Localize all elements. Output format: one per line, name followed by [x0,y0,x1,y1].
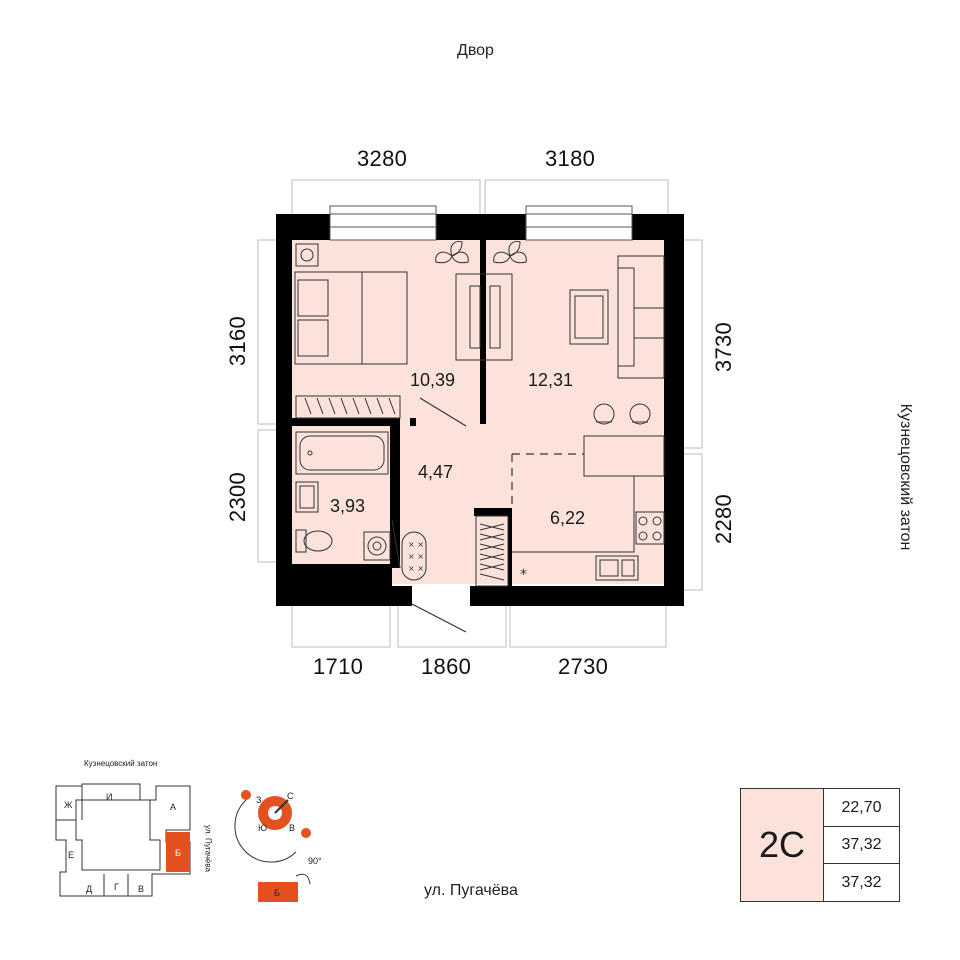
legend-section [258,882,298,902]
bath-door [391,519,401,569]
kitchen-divider [511,453,584,508]
summary-type: 2С [741,789,824,901]
svg-text:Ж: Ж [64,800,73,810]
total-area-value: 37,32 [841,836,882,853]
summary-total-2: 37,32 [824,864,899,901]
svg-text:Е: Е [68,850,74,860]
windows [329,205,633,241]
chairs [593,403,651,425]
sink [295,481,319,513]
sofa [617,255,665,379]
svg-text:Ю: Ю [258,823,267,833]
bedroom-door [419,397,467,427]
coffee-table [569,289,609,345]
svg-text:90°: 90° [308,856,322,866]
bed [294,271,408,365]
svg-text:И: И [106,792,112,802]
svg-text:× ×: × × [408,564,424,573]
svg-text:Б: Б [274,888,280,898]
dining-table [583,435,665,477]
kitchen-area: 6,22 [550,508,586,528]
svg-text:Б: Б [175,848,181,858]
summary-panel: 2С 22,70 37,32 37,32 [740,788,900,902]
bathtub [295,431,389,475]
svg-text:З: З [256,795,261,805]
courtyard-label: Двор [457,42,494,59]
site-highlight-section [166,832,190,872]
svg-text:× ×: × × [408,540,424,549]
living-area-value: 22,70 [841,798,882,816]
hall-area: 4,47 [418,462,454,482]
fridge-mark: * [520,567,527,583]
kitchen-counter [512,475,665,581]
dimension-guides [257,179,703,648]
dim-top-right: 3180 [545,146,596,171]
wardrobe [295,395,401,419]
svg-text:А: А [170,802,176,812]
svg-text:В: В [138,884,144,894]
hall-bench [401,531,427,581]
street-label: ул. Пугачёва [424,882,518,899]
hall-closet [475,515,509,587]
svg-text:Д: Д [86,884,92,894]
walls [276,214,684,606]
apartment-type: 2С [758,824,806,865]
svg-text:Г: Г [114,882,119,892]
svg-text:В: В [289,823,295,833]
dim-bottom-left: 1710 [313,654,364,679]
living-area: 12,31 [528,370,574,390]
bath-area: 3,93 [330,496,366,516]
svg-text:С: С [287,791,294,801]
site-street-top: Кузнецовский затон [84,759,158,768]
entrance-door [411,603,467,633]
plant-left [435,241,469,264]
dim-bottom-mid: 1860 [421,654,472,679]
total-area-value-2: 37,32 [841,873,882,891]
compass [234,790,311,863]
summary-living: 22,70 [824,789,899,827]
plant-right [493,241,527,264]
tv-unit [455,273,513,361]
washer-small [295,243,319,267]
bench-marks: × × × × × × [408,540,424,573]
dim-top-left: 3280 [357,146,408,171]
toilet [295,529,333,553]
dim-bottom-right: 2730 [558,654,609,679]
washer [363,531,391,561]
bedroom-area: 10,39 [410,370,456,390]
svg-text:× ×: × × [408,552,424,561]
summary-total: 37,32 [824,827,899,864]
